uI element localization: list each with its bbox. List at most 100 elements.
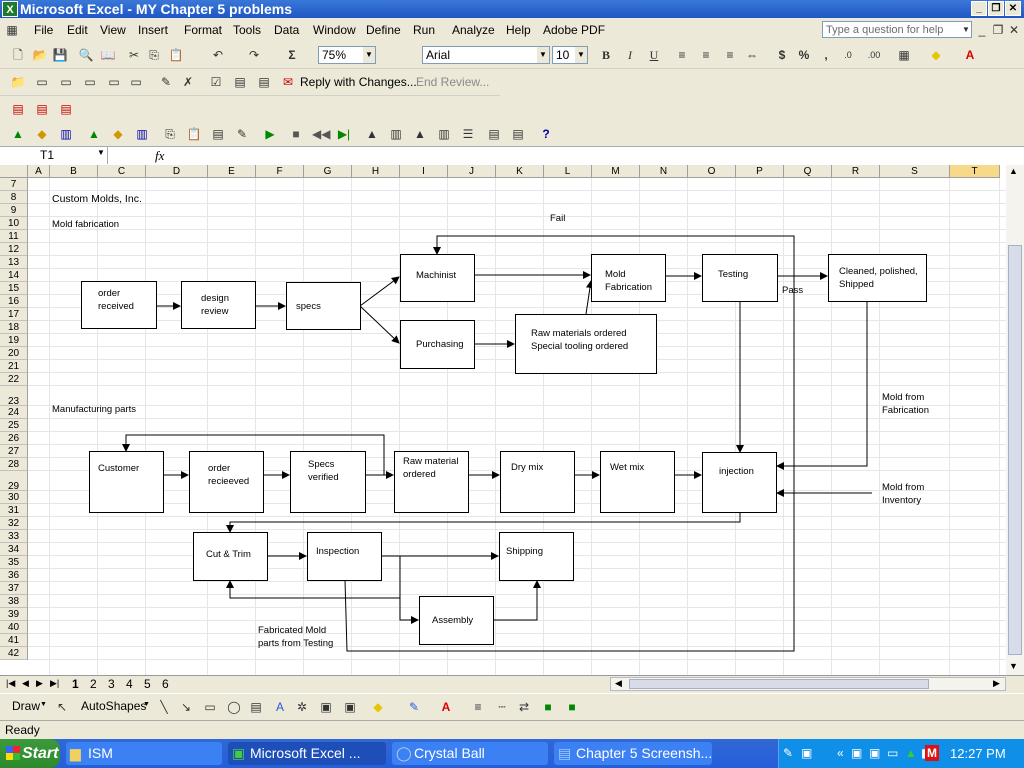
fill-color-icon[interactable]: ◆ — [373, 700, 383, 714]
h-scroll-thumb[interactable] — [629, 679, 929, 689]
convert-pdf-icon[interactable]: ▤ — [12, 102, 24, 116]
define-assumption-icon[interactable]: ▲ — [12, 127, 24, 141]
row-header-7[interactable]: 7 — [0, 178, 28, 191]
column-header-m[interactable]: M — [592, 165, 640, 178]
forecast-chart-icon[interactable]: ▲ — [366, 127, 378, 141]
font-size-select[interactable]: 10▼ — [552, 46, 588, 64]
comma-button[interactable]: , — [824, 48, 828, 62]
new-icon[interactable]: 🗋 — [13, 48, 23, 62]
underline-button[interactable]: U — [649, 48, 659, 62]
increase-decimal-icon[interactable]: .0 — [844, 50, 852, 60]
menu-adobe-pdf[interactable]: Adobe PDF — [543, 23, 606, 37]
comment-delete-icon[interactable]: ▭ — [84, 75, 96, 89]
box-dry-mix[interactable]: Dry mix — [500, 451, 575, 513]
column-header-c[interactable]: C — [98, 165, 146, 178]
currency-button[interactable]: $ — [778, 48, 786, 62]
row-header-26[interactable]: 26 — [0, 432, 28, 445]
reports-icon[interactable]: ▤ — [488, 127, 500, 141]
autoshapes-menu[interactable]: AutoShapes — [81, 699, 147, 713]
clipart-icon[interactable]: ▣ — [320, 700, 332, 714]
select-decisions-icon[interactable]: ◆ — [113, 127, 123, 141]
menu-define[interactable]: Define — [366, 23, 401, 37]
row-header-24[interactable]: 24 — [0, 406, 28, 419]
menu-format[interactable]: Format — [184, 23, 223, 37]
redo-icon[interactable]: ↷ — [248, 48, 260, 62]
tab-sheet-5[interactable]: 5 — [144, 677, 151, 691]
picture-icon[interactable]: ▣ — [344, 700, 356, 714]
column-header-f[interactable]: F — [256, 165, 304, 178]
tab-sheet-2[interactable]: 2 — [90, 677, 97, 691]
box-order-received[interactable]: order received — [81, 281, 157, 329]
tablet-icon[interactable]: ▣ — [801, 746, 813, 760]
box-raw-material-ordered[interactable]: Raw material ordered — [394, 451, 469, 513]
folder-icon[interactable]: 📁 — [10, 75, 26, 89]
scroll-right-icon[interactable]: ▶ — [993, 678, 1000, 688]
delete-ink-icon[interactable]: ✗ — [182, 75, 194, 89]
row-header-28[interactable]: 28 — [0, 458, 28, 471]
clear-data-icon[interactable]: ▤ — [212, 127, 224, 141]
rectangle-tool-icon[interactable]: ▭ — [204, 700, 216, 714]
menu-data[interactable]: Data — [274, 23, 300, 37]
menu-window[interactable]: Window — [313, 23, 356, 37]
box-raw-materials-ordered[interactable]: Raw materials ordered Special tooling or… — [515, 314, 657, 374]
vertical-scrollbar[interactable]: ▲ ▼ — [1006, 165, 1024, 675]
row-header-21[interactable]: 21 — [0, 360, 28, 373]
box-wet-mix[interactable]: Wet mix — [600, 451, 675, 513]
comment-next-icon[interactable]: ▭ — [60, 75, 72, 89]
box-customer[interactable]: Customer — [89, 451, 164, 513]
3d-style-icon[interactable]: ■ — [568, 700, 576, 714]
sensitivity-chart-icon[interactable]: ▥ — [438, 127, 450, 141]
row-header-37[interactable]: 37 — [0, 582, 28, 595]
paste-icon[interactable]: 📋 — [168, 48, 184, 62]
display-icon[interactable]: ▭ — [887, 746, 899, 760]
shadow-icon[interactable]: ■ — [544, 700, 552, 714]
copy-icon[interactable]: ⎘ — [149, 48, 159, 62]
arrow-style-icon[interactable]: ⇄ — [518, 700, 530, 714]
tab-sheet-4[interactable]: 4 — [126, 677, 133, 691]
first-sheet-icon[interactable]: |◀ — [6, 678, 16, 688]
trend-chart-icon[interactable]: ▲ — [414, 127, 426, 141]
row-header-25[interactable]: 25 — [0, 419, 28, 432]
dash-style-icon[interactable]: ┄ — [498, 700, 506, 714]
horizontal-scrollbar[interactable]: ◀ ▶ — [610, 677, 1006, 691]
merge-center-icon[interactable]: ⇔ — [746, 48, 758, 62]
workbook-icon[interactable]: ▦ — [6, 23, 18, 37]
stop-simulation-icon[interactable]: ■ — [292, 127, 300, 141]
tab-sheet-3[interactable]: 3 — [108, 677, 115, 691]
track-changes-icon[interactable]: ☑ — [210, 75, 222, 89]
show-comments-icon[interactable]: ▭ — [108, 75, 120, 89]
taskbar-crystal-ball[interactable]: ◯Crystal Ball — [392, 742, 548, 765]
ask-dropdown-icon[interactable]: ▼ — [962, 25, 970, 34]
minimize-button[interactable]: _ — [971, 1, 987, 16]
select-assumptions-icon[interactable]: ▲ — [88, 127, 100, 141]
last-sheet-icon[interactable]: ▶| — [50, 678, 60, 688]
row-header-42[interactable]: 42 — [0, 647, 28, 660]
tab-sheet-6[interactable]: 6 — [162, 677, 169, 691]
row-header-36[interactable]: 36 — [0, 569, 28, 582]
column-header-n[interactable]: N — [640, 165, 688, 178]
reset-simulation-icon[interactable]: ◀◀ — [312, 127, 331, 141]
row-header-14[interactable]: 14 — [0, 269, 28, 282]
select-objects-icon[interactable]: ↖ — [56, 700, 68, 714]
ask-question-input[interactable]: Type a question for help — [822, 21, 972, 38]
formula-input[interactable] — [172, 147, 1006, 164]
draw-menu[interactable]: Draw — [12, 699, 41, 713]
column-header-h[interactable]: H — [352, 165, 400, 178]
row-header-18[interactable]: 18 — [0, 321, 28, 334]
textbox-tool-icon[interactable]: ▤ — [250, 700, 262, 714]
box-injection[interactable]: injection — [702, 452, 777, 513]
overlay-chart-icon[interactable]: ▥ — [390, 127, 402, 141]
print-preview-icon[interactable]: 🔍 — [78, 48, 94, 62]
font-select[interactable]: Arial▼ — [422, 46, 550, 64]
single-step-icon[interactable]: ▶| — [337, 127, 351, 141]
insert-function-button[interactable]: fx — [155, 148, 165, 163]
end-review-button[interactable]: End Review... — [416, 75, 490, 89]
row-header-41[interactable]: 41 — [0, 634, 28, 647]
column-header-r[interactable]: R — [832, 165, 880, 178]
taskbar-excel[interactable]: ▣Microsoft Excel ... — [228, 742, 386, 765]
tornado-chart-icon[interactable]: ☰ — [462, 127, 474, 141]
row-header-34[interactable]: 34 — [0, 543, 28, 556]
menu-analyze[interactable]: Analyze — [452, 23, 495, 37]
restore-button[interactable]: ❐ — [988, 1, 1004, 16]
copy-data-icon[interactable]: ⎘ — [165, 127, 175, 141]
